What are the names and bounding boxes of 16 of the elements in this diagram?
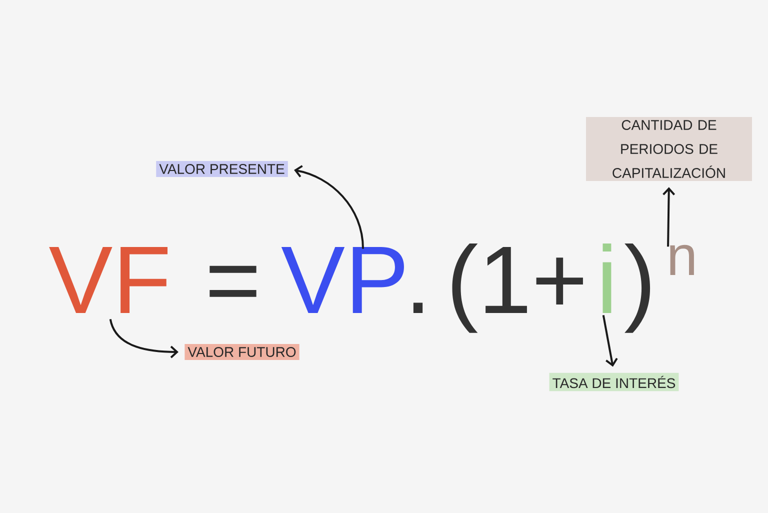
highlighted-label: TASA DE INTERÉS	[549, 372, 679, 392]
curved-arrow	[662, 187, 676, 247]
highlighted-label: VALOR FUTURO	[184, 344, 300, 360]
highlighted-label: CANTIDAD DE PERIODOS DE CAPITALIZACIÓN	[586, 117, 752, 181]
formula-symbol: .	[413, 302, 423, 313]
formula-term: VF	[49, 246, 168, 313]
formula-symbol: (1+	[452, 243, 583, 333]
formula-symbol: )	[624, 243, 650, 333]
formula-term: n	[670, 244, 694, 275]
formula-symbol: =	[210, 266, 256, 297]
curved-arrow	[109, 318, 178, 358]
formula-term: i	[602, 243, 612, 313]
formula-term: VP	[281, 246, 404, 313]
highlighted-label: VALOR PRESENTE	[156, 161, 288, 177]
curved-arrow	[602, 314, 618, 367]
curved-arrow	[294, 165, 364, 249]
